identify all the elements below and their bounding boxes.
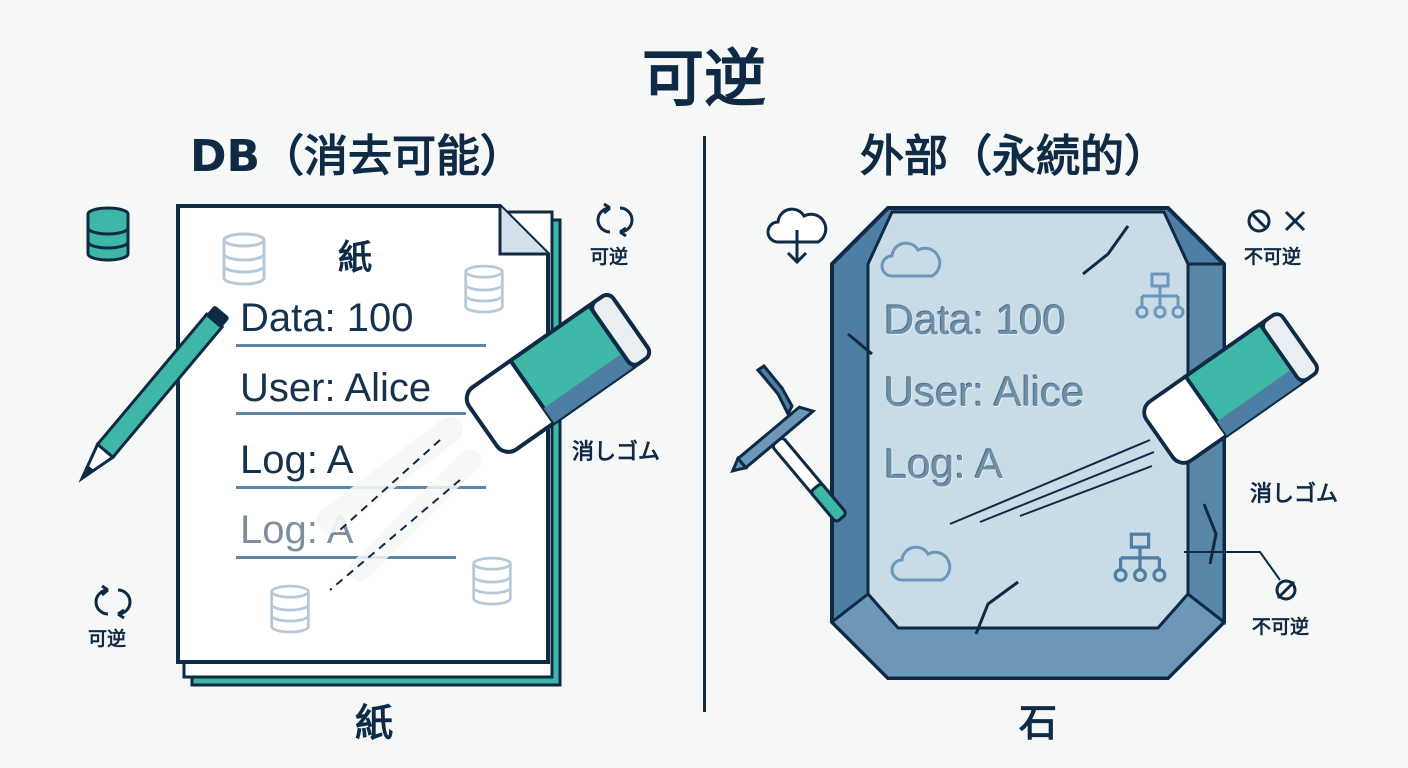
reversible-label-bottom: 可逆 (88, 628, 127, 650)
page-title: 可逆 (641, 42, 766, 115)
eraser-label-left: 消しゴム (572, 440, 661, 465)
center-divider (703, 136, 706, 712)
faded-database-icon (464, 264, 504, 314)
hammer-icon (730, 405, 847, 523)
right-heading: 外部（永続的） (860, 131, 1168, 182)
faded-database-icon (472, 556, 512, 606)
right-bottom-label: 石 (1018, 701, 1057, 745)
network-icon (1135, 272, 1185, 319)
faded-database-icon (270, 584, 310, 634)
cross-icon (1284, 210, 1306, 232)
no-entry-icon (1247, 209, 1271, 233)
eraser-icon (464, 292, 652, 454)
reversible-label-top: 可逆 (590, 246, 629, 268)
paper-entry-user: User: Alice (240, 366, 432, 410)
stone-entry-data: Data: 100 (884, 296, 1067, 343)
cloud-download-icon (766, 207, 828, 265)
left-bottom-label: 紙 (354, 701, 393, 745)
erase-trail (317, 417, 481, 591)
stone-entry-log: Log: A (884, 440, 1004, 487)
scratch-marks (949, 439, 1155, 525)
cycle-arrows-icon (596, 202, 634, 238)
left-heading: DB（消去可能） (190, 131, 525, 182)
faded-database-icon (222, 232, 266, 286)
callout-line (1184, 551, 1297, 601)
cloud-icon (880, 241, 942, 278)
chisel-icon (755, 363, 794, 418)
eraser-label-right: 消しゴム (1250, 482, 1339, 507)
paper-rule (236, 344, 486, 347)
network-icon (1113, 532, 1167, 583)
cloud-icon (890, 545, 952, 582)
stone-entry-user: User: Alice (884, 368, 1085, 415)
paper-label: 紙 (338, 238, 372, 278)
database-icon (86, 206, 130, 262)
irreversible-label-bottom: 不可逆 (1252, 616, 1310, 638)
paper-rule (236, 556, 456, 559)
cycle-arrows-icon (94, 584, 132, 620)
paper-entry-data: Data: 100 (240, 296, 414, 340)
irreversible-label-top: 不可逆 (1244, 246, 1302, 268)
paper-entry-log: Log: A (240, 438, 354, 482)
stone-tablet (829, 206, 1227, 680)
pencil-icon (78, 306, 229, 483)
eraser-icon (1142, 312, 1319, 465)
paper-rule (236, 412, 466, 415)
